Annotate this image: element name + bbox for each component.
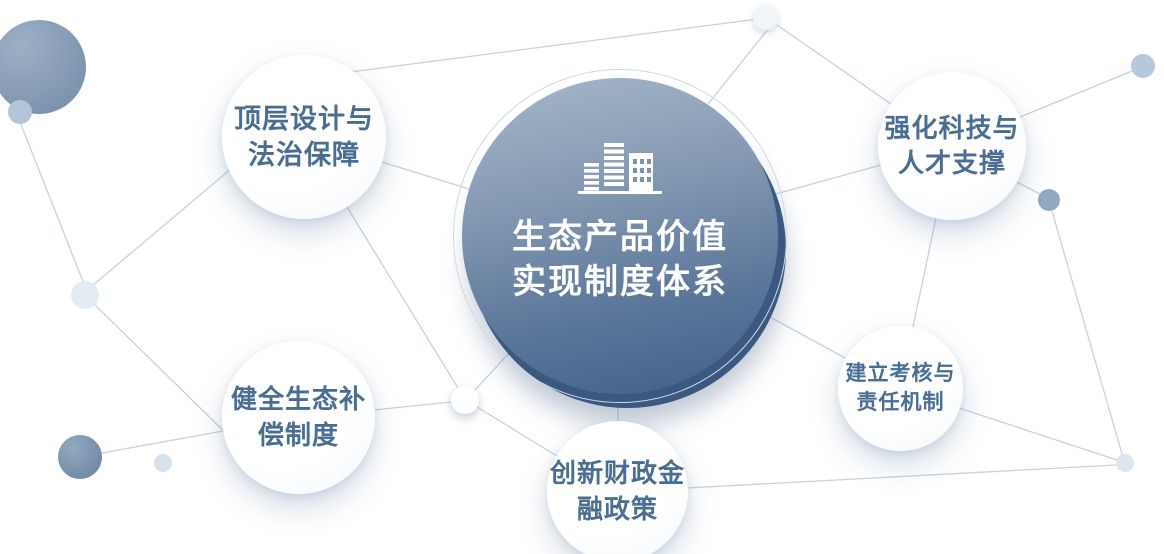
center-node: 生态产品价值 实现制度体系: [453, 69, 787, 403]
node-label-line1: 顶层设计与: [234, 103, 374, 134]
decorative-circle-large-top-left: [0, 20, 86, 114]
node-assessment: 建立考核与 责任机制: [838, 326, 963, 451]
buildings-icon: [578, 143, 662, 195]
decorative-circle-top: [753, 5, 778, 30]
node-label-line1: 强化科技与: [884, 112, 1020, 143]
decorative-circle-right: [1131, 54, 1155, 78]
decorative-circle: [58, 435, 102, 479]
decorative-circle: [8, 100, 32, 124]
node-eco-compensation: 健全生态补 偿制度: [222, 341, 375, 494]
node-label-line2: 人才支撑: [897, 148, 1006, 178]
node-fiscal-finance: 创新财政金 融政策: [547, 421, 688, 554]
node-label-line2: 融政策: [576, 493, 658, 524]
node-label-line1: 创新财政金: [549, 458, 685, 489]
node-label-line2: 偿制度: [257, 419, 339, 450]
center-title-line1: 生态产品价值: [512, 218, 728, 257]
node-label-line1: 建立考核与: [845, 362, 956, 386]
node-top-design: 顶层设计与 法治保障: [222, 55, 386, 219]
junction-node-circle: [451, 386, 479, 414]
decorative-circle-bottom-right: [1116, 454, 1134, 472]
node-label-line1: 健全生态补: [230, 384, 366, 415]
node-label-line2: 法治保障: [248, 140, 360, 170]
center-title-line2: 实现制度体系: [512, 263, 728, 301]
decorative-circle: [1038, 189, 1060, 211]
node-tech-talent: 强化科技与 人才支撑: [878, 72, 1026, 220]
node-label-line2: 责任机制: [856, 390, 945, 414]
decorative-circle: [154, 454, 172, 472]
decorative-circle: [71, 281, 99, 309]
